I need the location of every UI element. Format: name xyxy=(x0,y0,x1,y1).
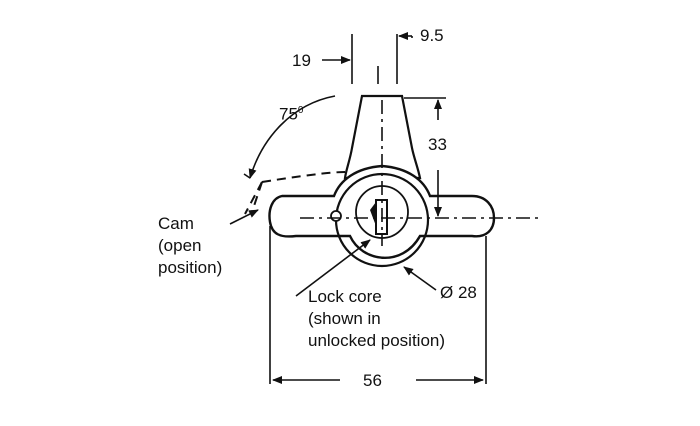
dimension-75-label: 750 xyxy=(279,104,304,124)
dimension-56 xyxy=(269,226,487,384)
dimension-9-5 xyxy=(396,32,413,84)
angle-arc-75 xyxy=(243,95,336,179)
dimension-56-label: 56 xyxy=(363,371,382,390)
cam-callout: Cam (open position) xyxy=(158,213,222,279)
screw-head xyxy=(330,210,342,222)
lock-core-callout-line-3: unlocked position) xyxy=(308,331,446,350)
diameter-leader xyxy=(403,266,437,291)
key-cylinder-mark xyxy=(370,202,376,226)
cam-open-position-outline xyxy=(244,171,346,215)
dimension-diameter-label: Ø 28 xyxy=(440,283,477,302)
cam-callout-line-3: position) xyxy=(158,258,223,277)
dimension-19-label: 19 xyxy=(292,51,311,70)
dimension-33-label: 33 xyxy=(428,135,447,154)
lock-core-callout-line-2: (shown in xyxy=(308,309,381,328)
dimension-9-5-label: 9.5 xyxy=(420,26,444,45)
centre-lines xyxy=(300,100,540,246)
cam-callout-line-1: Cam xyxy=(158,214,194,233)
dimension-19 xyxy=(322,34,379,84)
lock-core-callout-line-1: Lock core xyxy=(308,287,382,306)
lock-core-callout: Lock core (shown in unlocked position) xyxy=(308,286,445,352)
cam-callout-line-2: (open xyxy=(158,236,202,255)
lock-core-leader xyxy=(295,239,371,297)
cam-leader xyxy=(229,209,259,225)
dimension-33 xyxy=(404,97,446,217)
